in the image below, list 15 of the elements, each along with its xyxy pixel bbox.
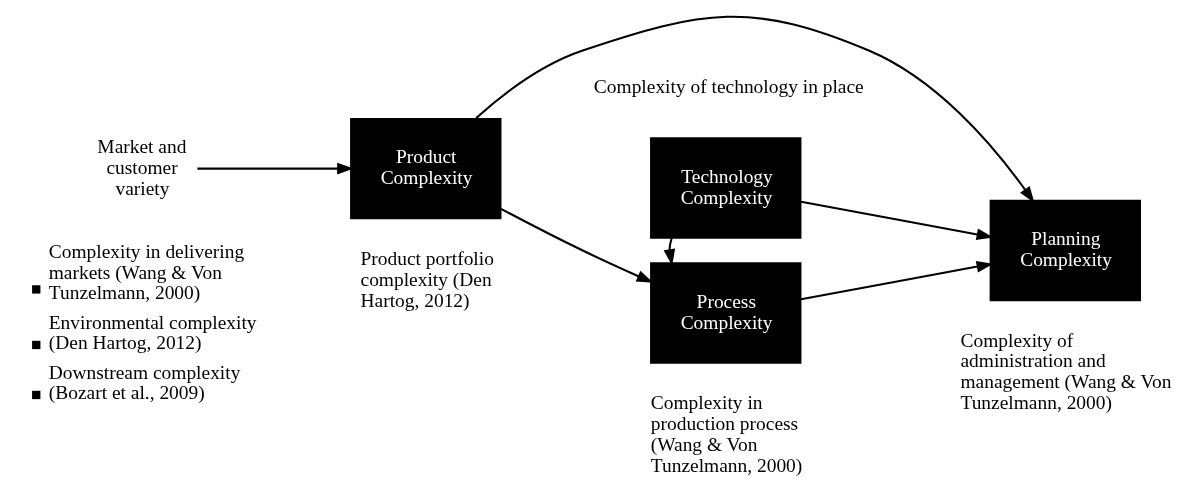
node-box: Product Complexity [350, 117, 502, 220]
node-box: Technology Complexity [650, 137, 802, 239]
arrow [475, 15, 1035, 203]
node-label: Complexity of technology in place [593, 76, 864, 98]
arrow [197, 162, 354, 175]
node-label: Downstream complexity (Bozart et al., 2009) [48, 361, 241, 404]
node-box: Planning Complexity [989, 199, 1141, 302]
node-label: Complexity in production process (Wang & Von Tunzelmann, 2000) [650, 392, 803, 476]
node-label: Product portfolio complexity (Den Hartog, 2012) [360, 248, 494, 312]
node-text: Market and customer variety [97, 135, 187, 199]
node-box: Process Complexity [650, 262, 802, 364]
arrow [500, 207, 654, 283]
node-label: Complexity in delivering markets (Wang & Von Tunzelmann, 2000) [48, 240, 245, 304]
node-label: Environmental complexity (Den Hartog, 2012) [48, 311, 257, 354]
node-label: Complexity of administration and management (Wang & Von Tunzelmann, 2000) [960, 329, 1172, 414]
